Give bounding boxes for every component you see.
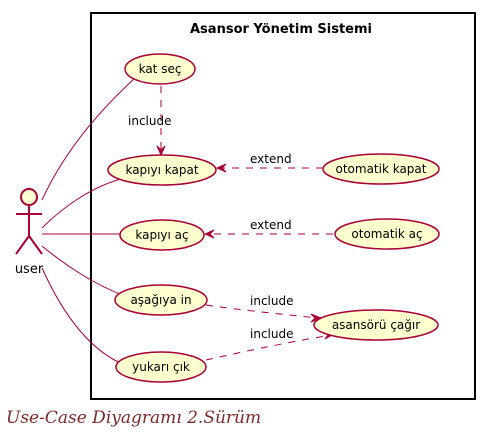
usecase-kapiyi-kapat[interactable]: kapıyı kapat [107, 154, 217, 186]
usecase-asagiya-in[interactable]: aşağıya in [114, 284, 208, 316]
usecase-otomatik-ac[interactable]: otomatik aç [334, 218, 440, 250]
arrowhead [310, 313, 323, 323]
usecase-asansoru-cagir-label: asansörü çağır [332, 318, 420, 332]
association-line-kapiyi-kapat [41, 177, 126, 229]
arrowhead [156, 145, 166, 157]
usecase-otomatik-ac-label: otomatik aç [351, 227, 422, 241]
usecase-otomatik-kapat[interactable]: otomatik kapat [322, 153, 440, 185]
include-label: include [250, 327, 293, 341]
usecase-kapiyi-ac[interactable]: kapıyı aç [119, 219, 205, 251]
arrowhead [203, 229, 215, 239]
extend-label: extend [250, 152, 292, 166]
usecase-kapiyi-ac-label: kapıyı aç [135, 228, 188, 242]
association-line-asagiya-in [41, 245, 126, 297]
actor-left-leg [15, 235, 30, 255]
association-line-kat-sec [41, 77, 136, 201]
usecase-kapiyi-kapat-label: kapıyı kapat [125, 163, 198, 177]
include-label: include [250, 294, 293, 308]
actor-head [20, 188, 38, 206]
figure-caption: Use-Case Diyagramı 2.Sürüm [6, 408, 262, 428]
usecase-yukari-cik-label: yukarı çık [132, 360, 190, 374]
actor-right-leg [28, 235, 43, 255]
usecase-otomatik-kapat-label: otomatik kapat [335, 162, 426, 176]
actor-user[interactable]: user [15, 188, 44, 277]
include-arrow-asagiya-in [205, 304, 319, 319]
extend-label: extend [250, 218, 292, 232]
include-arrow-yukari-cik [205, 334, 333, 361]
association-line-yukari-cik [41, 267, 126, 366]
system-title: Asansor Yönetim Sistemi [190, 22, 372, 37]
usecase-asagiya-in-label: aşağıya in [130, 293, 191, 307]
arrowhead [215, 163, 227, 173]
actor-label: user [15, 262, 44, 277]
include-label: include [128, 114, 171, 128]
usecase-kat-sec-label: kat seç [139, 62, 182, 76]
usecase-asansoru-cagir[interactable]: asansörü çağır [313, 309, 439, 341]
usecase-yukari-cik[interactable]: yukarı çık [115, 351, 207, 383]
usecase-kat-sec[interactable]: kat seç [124, 53, 196, 85]
